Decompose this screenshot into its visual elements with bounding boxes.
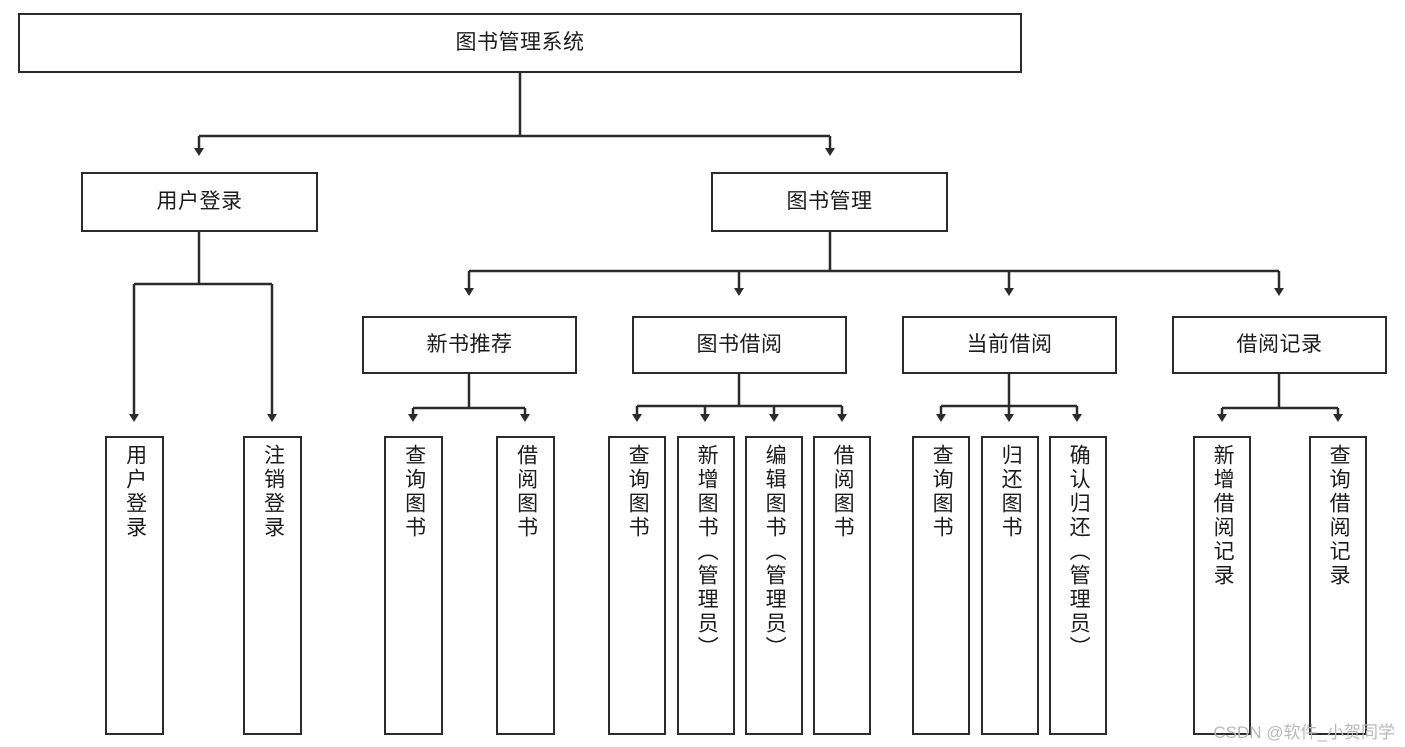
node-label: 当前借阅 [966,332,1053,356]
leaf-book-borrow-add[interactable]: 新增图书（管理员） [677,436,735,735]
leaf-current-borrow-query[interactable]: 查询图书 [912,436,970,735]
node-root-system[interactable]: 图书管理系统 [18,13,1022,73]
node-label: 注销登录 [261,444,285,540]
node-label: 借阅图书 [514,444,538,540]
leaf-borrow-record-add[interactable]: 新增借阅记录 [1193,436,1251,735]
node-book-borrow[interactable]: 图书借阅 [632,316,847,374]
node-label: 新增图书（管理员） [695,444,719,660]
node-current-borrow[interactable]: 当前借阅 [902,316,1117,374]
node-user-login[interactable]: 用户登录 [81,172,318,232]
node-label: 图书借阅 [696,332,783,356]
node-label: 查询借阅记录 [1327,444,1351,588]
node-label: 查询图书 [402,444,426,540]
node-label: 编辑图书（管理员） [763,444,787,660]
node-label: 查询图书 [626,444,650,540]
node-new-book-recommend[interactable]: 新书推荐 [362,316,577,374]
node-label: 查询图书 [930,444,954,540]
node-label: 借阅记录 [1236,332,1323,356]
leaf-new-book-borrow[interactable]: 借阅图书 [496,436,555,735]
node-label: 新增借阅记录 [1211,444,1235,588]
node-label: 新书推荐 [426,332,513,356]
node-label: 图书管理系统 [455,30,585,54]
leaf-new-book-query[interactable]: 查询图书 [384,436,443,735]
node-label: 用户登录 [156,189,243,213]
node-borrow-record[interactable]: 借阅记录 [1172,316,1387,374]
leaf-book-borrow-edit[interactable]: 编辑图书（管理员） [745,436,803,735]
node-book-management[interactable]: 图书管理 [711,172,948,232]
leaf-user-login-logout[interactable]: 注销登录 [243,436,302,735]
node-label: 图书管理 [786,189,873,213]
node-label: 归还图书 [999,444,1023,540]
leaf-current-borrow-confirm-return[interactable]: 确认归还（管理员） [1049,436,1107,735]
leaf-borrow-record-query[interactable]: 查询借阅记录 [1309,436,1367,735]
leaf-book-borrow-query[interactable]: 查询图书 [608,436,666,735]
node-label: 借阅图书 [831,444,855,540]
node-label: 确认归还（管理员） [1067,444,1091,660]
node-label: 用户登录 [123,444,147,540]
leaf-current-borrow-return[interactable]: 归还图书 [981,436,1039,735]
leaf-book-borrow-borrow[interactable]: 借阅图书 [813,436,871,735]
leaf-user-login-login[interactable]: 用户登录 [105,436,164,735]
